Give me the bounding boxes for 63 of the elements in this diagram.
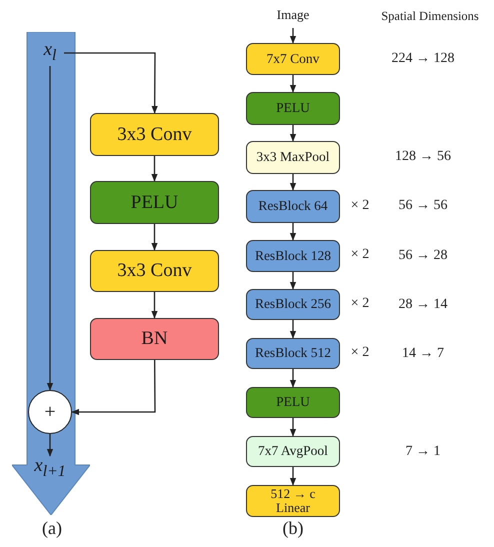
layer-label: PELU — [276, 395, 310, 410]
layer-label: ResBlock 128 — [254, 248, 332, 264]
layer-label: 7x7 Conv — [266, 52, 320, 66]
dimension-label: 128 → 56 — [395, 149, 451, 165]
arrow — [46, 66, 54, 391]
dimension-label: 14 → 7 — [402, 346, 444, 362]
layer-label: 7x7 AvgPool — [258, 444, 328, 459]
layer-label: ResBlock 256 — [254, 297, 332, 312]
arrow — [290, 369, 296, 388]
layer-label: 512 → c — [270, 487, 316, 501]
layer-box — [246, 92, 340, 125]
layer-box — [90, 318, 219, 360]
variable-label: x$_{l+1}$ — [30, 456, 70, 484]
layer-label: PELU — [276, 101, 310, 116]
layer-label: ResBlock 64 — [258, 199, 328, 214]
arrow — [151, 292, 158, 319]
arrow — [290, 174, 296, 191]
arrow — [290, 320, 296, 339]
layer-label: PELU — [130, 192, 178, 212]
arrow — [151, 156, 158, 182]
variable-label: x$_{l}$ — [36, 40, 64, 66]
layer-box — [246, 485, 340, 517]
repeat-count: × 2 — [350, 247, 370, 263]
layer-label: BN — [141, 329, 168, 349]
arrow — [71, 360, 156, 416]
layer-box — [246, 289, 340, 320]
layer-box — [246, 338, 340, 369]
panel-caption: (b) — [282, 518, 304, 539]
layer-label: Linear — [276, 501, 310, 515]
repeat-count: × 2 — [350, 296, 370, 312]
arrow — [64, 52, 158, 114]
repeat-count: × 2 — [350, 198, 370, 214]
arrow — [290, 28, 296, 44]
dimension-label: 56 → 56 — [398, 198, 448, 214]
layer-box — [90, 113, 219, 156]
layer-box — [246, 43, 340, 75]
arrow — [290, 75, 296, 93]
layer-box — [90, 250, 219, 292]
panel-caption: (a) — [42, 518, 62, 539]
arrow — [290, 125, 296, 142]
layer-box — [90, 181, 219, 224]
layer-label: ResBlock 512 — [254, 346, 332, 361]
layer-label: 3x3 MaxPool — [256, 150, 330, 165]
layer-box — [246, 387, 340, 418]
column-header: Spatial Dimensions — [381, 9, 479, 24]
arrow — [290, 272, 296, 290]
dimension-label: 56 → 28 — [398, 248, 448, 264]
repeat-count: × 2 — [350, 344, 370, 360]
layer-box — [246, 240, 340, 272]
arrow — [290, 418, 296, 437]
layer-box — [246, 141, 340, 174]
arrow — [290, 467, 296, 486]
layer-label: 3x3 Conv — [117, 261, 192, 281]
dimension-label: 7 → 1 — [406, 444, 440, 460]
layer-box — [246, 436, 340, 467]
arrow — [151, 224, 158, 251]
dimension-label: 224 → 128 — [392, 51, 454, 67]
arrow — [290, 223, 296, 241]
arrow — [46, 434, 54, 457]
layer-box — [246, 190, 340, 223]
dimension-label: 28 → 14 — [398, 297, 448, 313]
input-label: Image — [268, 8, 318, 28]
layer-label: 3x3 Conv — [117, 124, 192, 144]
